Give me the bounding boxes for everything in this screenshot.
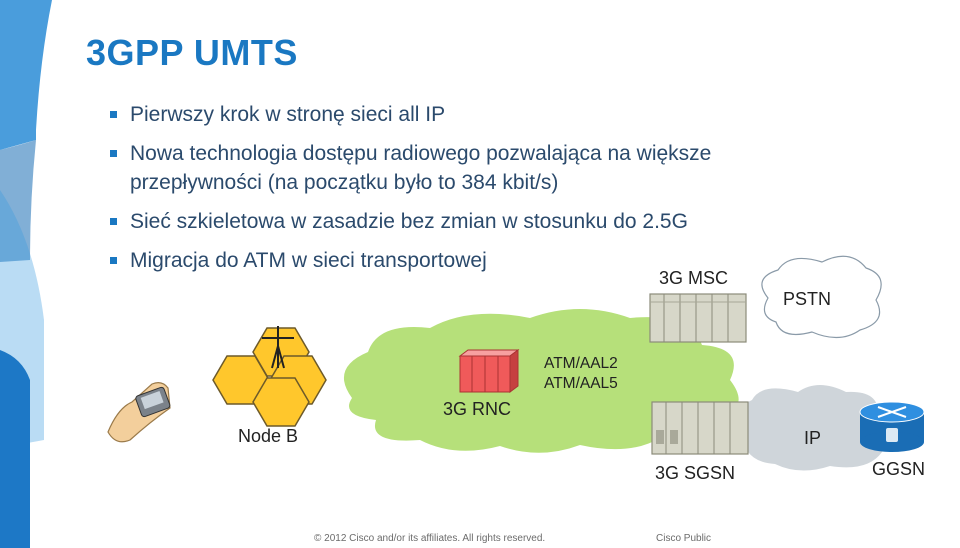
ggsn-router-icon xyxy=(859,401,925,452)
bullet-square-icon xyxy=(110,150,117,157)
bullet-item: Migracja do ATM w sieci transportowej xyxy=(108,246,868,275)
slide-title: 3GPP UMTS xyxy=(86,32,298,73)
antenna-tower-icon xyxy=(262,326,294,369)
node-b-hexagon-cells-icon xyxy=(212,327,327,427)
pstn-label: PSTN xyxy=(783,289,832,309)
footer-classification: Cisco Public xyxy=(656,533,712,544)
node-b-label: Node B xyxy=(238,426,299,446)
ggsn-label: GGSN xyxy=(872,459,926,479)
rnc-equipment-icon xyxy=(458,349,520,393)
bullet-square-icon xyxy=(110,218,117,225)
ip-label: IP xyxy=(804,428,822,448)
bullet-item: Sieć szkieletowa w zasadzie bez zmian w … xyxy=(108,207,868,236)
footer-copyright: © 2012 Cisco and/or its affiliates. All … xyxy=(314,533,546,544)
sgsn-label: 3G SGSN xyxy=(655,463,736,483)
atm-aal5-label: ATM/AAL5 xyxy=(544,375,618,392)
atm-cloud-icon xyxy=(343,309,739,453)
bullet-item: Nowa technologia dostępu radiowego pozwa… xyxy=(108,139,868,197)
bullet-square-icon xyxy=(110,257,117,264)
rnc-label: 3G RNC xyxy=(443,399,512,419)
mobile-handset-icon xyxy=(107,382,171,443)
msc-label: 3G MSC xyxy=(659,268,729,288)
sgsn-switch-icon xyxy=(651,401,749,455)
bullet-square-icon xyxy=(110,111,117,118)
bullet-list: Pierwszy krok w stronę sieci all IP Nowa… xyxy=(108,100,868,285)
ip-cloud-icon xyxy=(737,385,894,471)
msc-switch-icon xyxy=(649,293,747,343)
atm-aal2-label: ATM/AAL2 xyxy=(544,355,618,372)
bullet-item: Pierwszy krok w stronę sieci all IP xyxy=(108,100,868,129)
pstn-cloud-icon xyxy=(761,255,882,339)
